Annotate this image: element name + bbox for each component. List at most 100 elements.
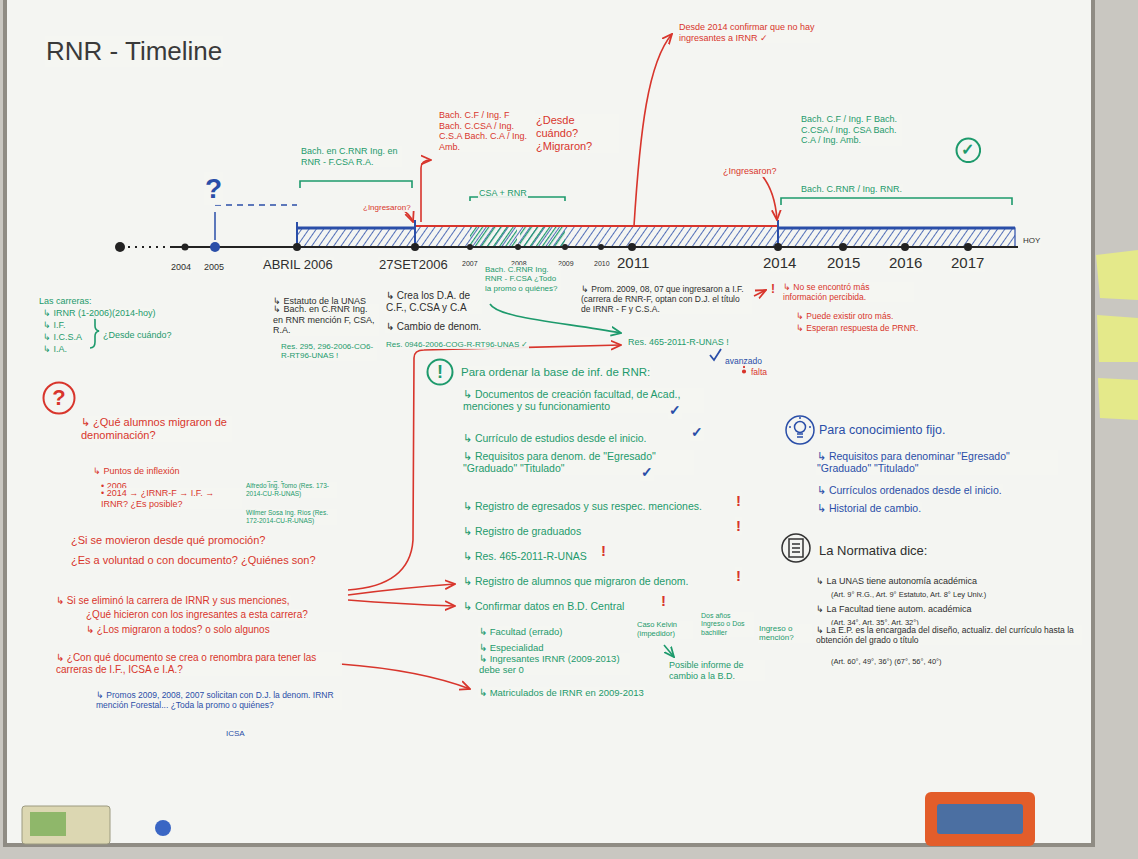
timeline-axis [128, 246, 172, 248]
handwritten-note: HOY [1022, 236, 1041, 245]
timeline-axis [901, 243, 909, 251]
handwritten-note: 2014 [762, 254, 797, 272]
handwritten-note: Bach. C.RNR / Ing. RNR. [800, 184, 903, 195]
note-box: ↳ Matriculados de IRNR en 2009-2013 [478, 682, 645, 700]
handwritten-note: Para conocimiento fijo. [818, 423, 946, 438]
note-box: 2014 [762, 254, 797, 272]
mark-text: ? [52, 387, 65, 409]
note-box: ¿Ingresaron? [722, 160, 778, 178]
note-box: Res. 295, 296-2006-CO6-R-RT96-UNAS ! [280, 342, 377, 362]
handwritten-note: Bach. C.F / Ing. F Bach. C.CSA / Ing. C.… [438, 110, 535, 152]
handwritten-note: Caso Kelvin (impedidor) [636, 621, 693, 639]
note-box: Bach. C.F / Ing. F Bach. C.CSA / Ing. C.… [438, 110, 535, 154]
note-box: ¿Ingresaron? [362, 196, 412, 214]
note-box: ↳ Promos 2009, 2008, 2007 solicitan con … [95, 690, 342, 712]
note-box: ↳ Currículos ordenados desde el inicio. [816, 480, 1003, 498]
circled-mark: ? [42, 381, 76, 415]
handwritten-note: ¿Qué hicieron con los ingresantes a esta… [85, 609, 309, 621]
leader-arrow [348, 600, 455, 606]
handwritten-note: Bach. C.F / Ing. F Bach. C.CSA / Ing. CS… [800, 114, 902, 146]
note-box: ! [770, 279, 776, 297]
note-box: ! [735, 517, 742, 535]
eraser [925, 792, 1035, 846]
legend-item: avanzado [724, 350, 763, 368]
handwritten-note: ↳ La E.P. es la encargada del diseño, ac… [815, 625, 1082, 645]
handwritten-note: Bach. en C.RNR Ing. en RNR - F.CSA R.A. [300, 146, 402, 167]
note-box: La Normativa dice: [818, 541, 928, 559]
timeline-axis [411, 243, 419, 251]
bulb-icon [797, 436, 803, 438]
timeline-band [415, 226, 778, 247]
note-box: Caso Kelvin (impedidor) [636, 621, 693, 640]
timeline-axis [115, 205, 1018, 252]
timeline-band [520, 226, 565, 247]
mark-text: ✓ [961, 142, 974, 158]
handwritten-note: ↳ Puede existir otro más. [795, 311, 894, 321]
circle-outline [956, 138, 980, 162]
handwritten-note: ↳ Puntos de inflexión [92, 466, 181, 477]
note-box: ↳ Historial de cambio. [816, 498, 922, 516]
bulb-icon [786, 416, 814, 444]
handwritten-note: ABRIL 2006 [262, 257, 334, 272]
document-icon [792, 543, 800, 545]
circled-mark: ! [426, 358, 454, 386]
handwritten-note: ↳ Requisitos para denominar "Egresado" "… [816, 450, 1058, 475]
note-box: ↳ Registro de egresados y sus respec. me… [462, 496, 703, 514]
bracket [300, 181, 412, 188]
note-box: ↳ Confirmar datos en B.D. Central [462, 596, 625, 614]
note-box: Res. 465-2011-R-UNAS ! [627, 331, 730, 349]
note-box: Res. 0946-2006-COG-R-RT96-UNAS ✓ [385, 333, 529, 351]
note-box: ↳ Registro de alumnos que migraron de de… [462, 571, 690, 589]
handwritten-note: Dos años Ingreso o Dos bachiller [700, 612, 754, 637]
timeline-axis [210, 242, 220, 252]
note-box: ¿Desde cuándo? [102, 324, 173, 342]
note-box: ! [735, 567, 742, 585]
note-box: HOY [1022, 229, 1041, 247]
note-box: ↳ ¿Los migraron a todos? o solo algunos [85, 619, 271, 637]
timeline-band [297, 228, 415, 247]
note-box: ↳ Bach. en C.RNR Ing. en RNR mención F, … [272, 304, 379, 337]
handwritten-note: ↳ ¿Qué alumnos migraron de denominación? [80, 416, 232, 442]
note-box: Bach. C.RNR Ing. RNR - F.CSA ¿Todo la pr… [484, 265, 561, 295]
handwritten-note: ? [204, 172, 223, 205]
note-box: ¿Desde cuándo? ¿Migraron? [535, 114, 619, 154]
handwritten-note: ↳ IRNR (1-2006)(2014-hoy) [42, 308, 157, 319]
timeline-axis [214, 212, 216, 240]
handwritten-note: ! [660, 592, 667, 610]
magnet-card [22, 806, 110, 844]
note-box: ↳ La Facultad tiene autom. académica [815, 598, 973, 616]
document-icon [782, 534, 810, 562]
circled-mark: ✓ [955, 137, 982, 164]
timeline-band [297, 220, 1015, 247]
timeline-axis [598, 244, 604, 250]
timeline-axis [839, 243, 847, 251]
document-icon [782, 534, 810, 562]
note-box: Bach. C.RNR / Ing. RNR. [800, 178, 903, 196]
note-box: CSA + RNR [478, 182, 528, 200]
handwritten-note: 2010 [593, 260, 611, 268]
handwritten-note: ↳ ¿Con qué documento se crea o renombra … [55, 652, 342, 676]
handwritten-note: ↳ Crea los D.A. de C.F., C.CSA y C.A [385, 290, 482, 314]
handwritten-note: ↳ Res. 465-2011-R-UNAS [462, 550, 588, 562]
handwritten-note: Desde 2014 confirmar que no hay ingresan… [678, 22, 820, 43]
eraser [937, 804, 1023, 834]
note-box: ↳ La UNAS tiene autonomía académica [815, 570, 978, 588]
bulb-icon [786, 416, 814, 444]
handwritten-note: Res. 465-2011-R-UNAS ! [627, 337, 730, 348]
handwritten-note: ¿Desde cuándo? [102, 330, 173, 341]
sticky-note [1098, 378, 1138, 420]
title: RNR - Timeline [45, 36, 223, 67]
handwritten-note: ↳ No se encontró más información percibi… [782, 282, 914, 302]
handwritten-note: 2007 [461, 260, 479, 268]
handwritten-note: ↳ Registro de egresados y sus respec. me… [462, 500, 703, 512]
handwritten-note: 2015 [826, 254, 861, 272]
legend-sample [743, 370, 745, 372]
magnet-card [22, 806, 171, 844]
handwritten-note: 2017 [950, 254, 985, 272]
handwritten-note: Ingreso o mención? [758, 624, 812, 643]
note-box: 2010 [593, 252, 611, 270]
note-box: Alfredo Ing. Tomo (Res. 173-2014-CU-R-UN… [245, 482, 337, 500]
handwritten-note: ✓ [690, 424, 704, 441]
handwritten-note: ↳ Historial de cambio. [816, 502, 922, 514]
handwritten-note: 2004 [170, 262, 192, 273]
